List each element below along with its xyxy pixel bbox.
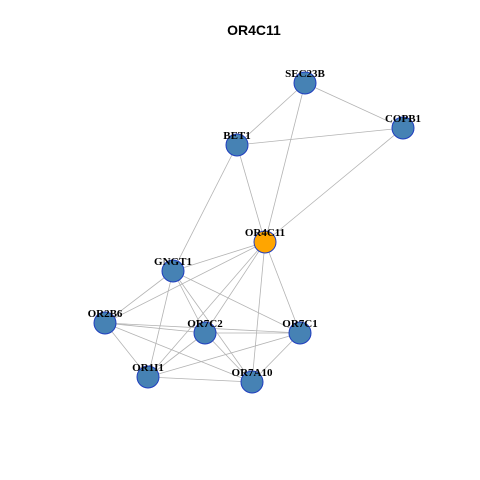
- node-label-or7a10: OR7A10: [232, 367, 273, 379]
- edge-or7c2-or1i1: [147, 332, 206, 378]
- node-or2b6: [93, 311, 117, 335]
- edge-or2b6-or7a10: [104, 322, 253, 383]
- node-label-or1i1: OR1I1: [132, 362, 164, 374]
- node-label-gngt1: GNGT1: [154, 256, 192, 268]
- edge-gngt1-or1i1: [147, 270, 174, 378]
- edge-copb1-or4c11: [264, 127, 404, 243]
- node-or7c1: [288, 321, 312, 345]
- edge-sec23b-bet1: [236, 82, 306, 146]
- node-label-or7c1: OR7C1: [282, 318, 317, 330]
- edge-bet1-gngt1: [172, 144, 238, 272]
- graph-title: OR4C11: [227, 22, 281, 38]
- edge-or4c11-or7c1: [264, 241, 301, 334]
- edge-bet1-or4c11: [236, 144, 266, 243]
- edge-or1i1-or7a10: [147, 376, 253, 383]
- node-copb1: [391, 116, 415, 140]
- edge-sec23b-copb1: [304, 82, 404, 129]
- edge-or4c11-or7a10: [251, 241, 266, 383]
- node-gngt1: [161, 259, 185, 283]
- edge-gngt1-or7c2: [172, 270, 206, 334]
- node-layer: [93, 71, 415, 394]
- edge-gngt1-or2b6: [104, 270, 174, 324]
- edge-or2b6-or7c2: [104, 322, 206, 334]
- node-or7c2: [193, 321, 217, 345]
- node-sec23b: [293, 71, 317, 95]
- edge-or4c11-or1i1: [147, 241, 266, 378]
- edge-or4c11-or2b6: [104, 241, 266, 324]
- edge-bet1-copb1: [236, 127, 404, 146]
- node-bet1: [225, 133, 249, 157]
- node-label-or2b6: OR2B6: [88, 308, 123, 320]
- edge-sec23b-or4c11: [264, 82, 306, 243]
- edge-gngt1-or7c1: [172, 270, 301, 334]
- node-or1i1: [136, 365, 160, 389]
- node-or7a10: [240, 370, 264, 394]
- edge-or7c1-or1i1: [147, 332, 301, 378]
- edge-or2b6-or1i1: [104, 322, 149, 378]
- node-label-bet1: BET1: [223, 130, 251, 142]
- edge-or4c11-or7c2: [204, 241, 266, 334]
- edge-or4c11-gngt1: [172, 241, 266, 272]
- node-label-or7c2: OR7C2: [187, 318, 223, 330]
- node-label-copb1: COPB1: [385, 113, 421, 125]
- node-label-sec23b: SEC23B: [285, 68, 325, 80]
- node-label-or4c11: OR4C11: [245, 227, 285, 239]
- node-or4c11: [253, 230, 277, 254]
